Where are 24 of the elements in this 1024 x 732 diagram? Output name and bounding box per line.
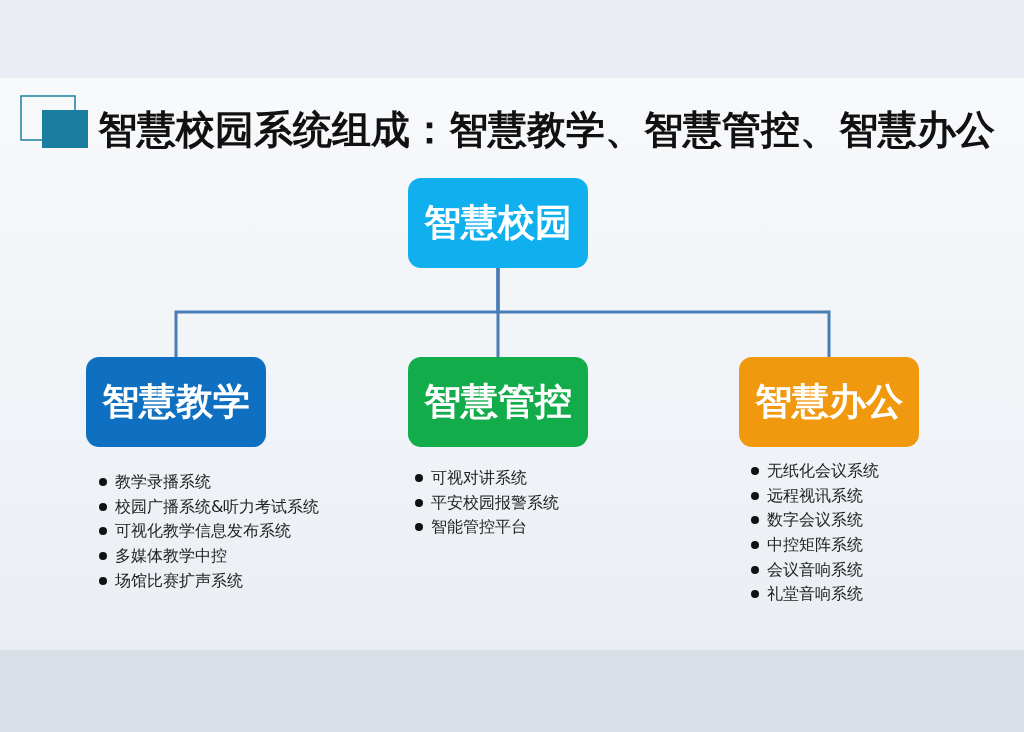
list-item: 远程视讯系统: [767, 485, 863, 506]
list-item: 会议音响系统: [767, 559, 863, 580]
node-label: 智慧教学: [102, 380, 250, 424]
list-item: 可视对讲系统: [431, 468, 527, 489]
node-label: 智慧校园: [424, 201, 572, 245]
title: 智慧校园系统组成：智慧教学、智慧管控、智慧办公: [98, 106, 995, 154]
list-item: 可视化教学信息发布系统: [115, 521, 291, 542]
process-box: [408, 357, 588, 447]
list-item: 场馆比赛扩声系统: [115, 570, 243, 591]
node-label: 智慧管控: [424, 380, 572, 424]
process-box: [739, 357, 919, 447]
list-item: 数字会议系统: [767, 510, 863, 531]
list-item: 校园广播系统&听力考试系统: [115, 496, 320, 517]
process-box: [86, 357, 266, 447]
list-item: 中控矩阵系统: [767, 535, 863, 556]
list-item: 平安校园报警系统: [431, 492, 559, 513]
list-item: 多媒体教学中控: [115, 546, 227, 567]
list-item: 无纸化会议系统: [767, 461, 879, 482]
connector-line: [496, 268, 831, 357]
list-item: 礼堂音响系统: [767, 584, 863, 605]
process-box: [408, 178, 588, 268]
node-label: 智慧办公: [755, 380, 903, 424]
list-item: 教学录播系统: [115, 472, 211, 493]
list-item: 智能管控平台: [431, 517, 527, 538]
